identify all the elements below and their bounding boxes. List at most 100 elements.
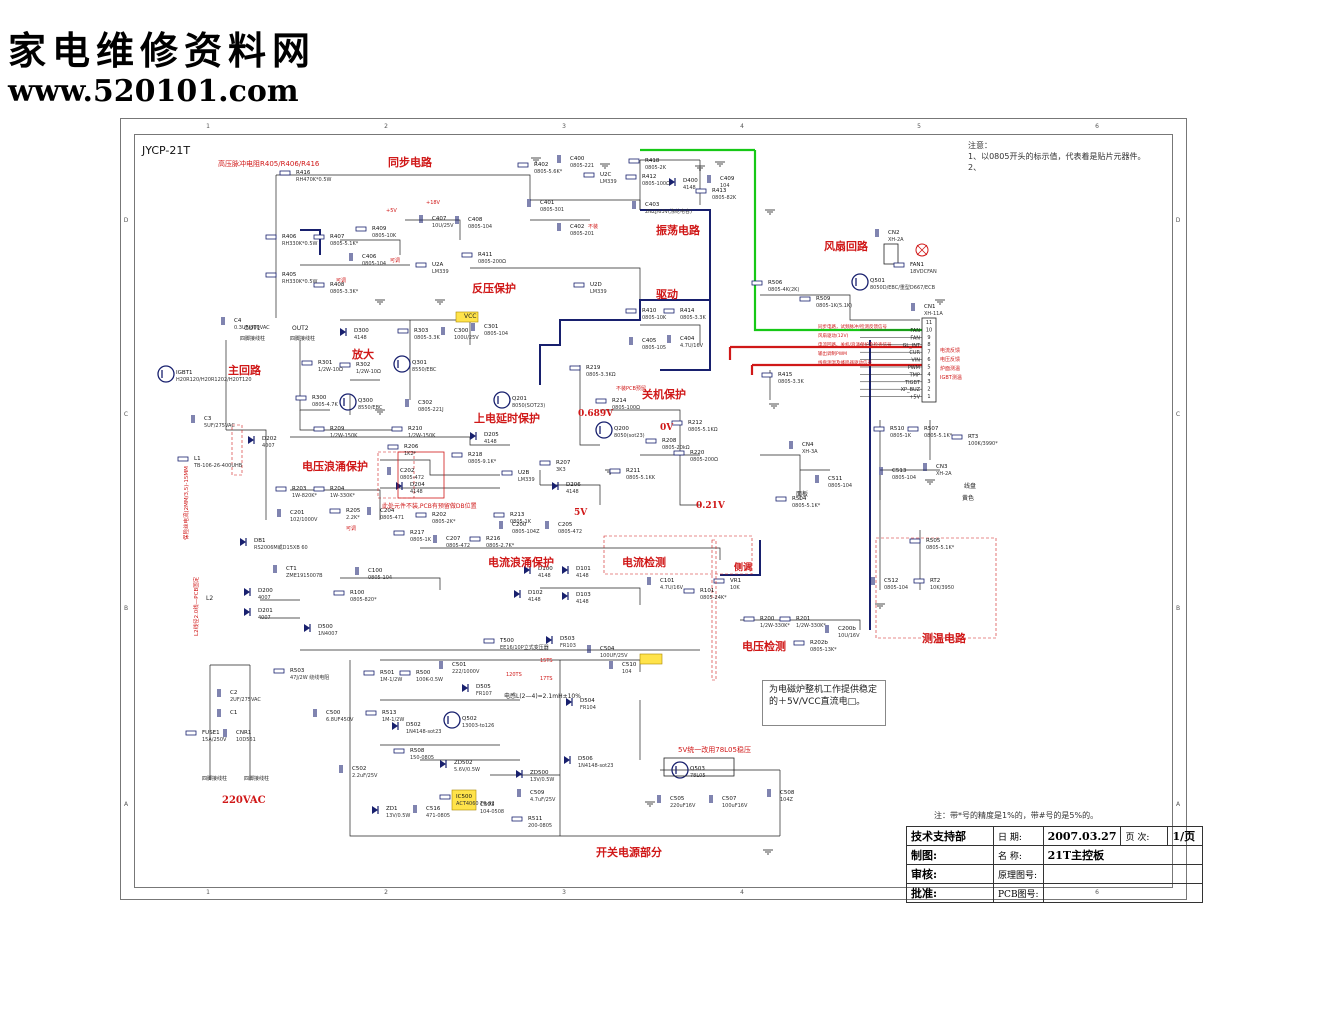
component-ref: R212 bbox=[688, 420, 702, 426]
component-ref: R301 bbox=[318, 360, 332, 366]
component-ref: C505 bbox=[670, 796, 685, 802]
section-label-temp: 测温电路 bbox=[922, 631, 967, 645]
component-value: 150-0805 bbox=[410, 755, 434, 761]
component-ref: C3 bbox=[204, 416, 212, 422]
section-label-osc: 振荡电路 bbox=[656, 223, 701, 237]
component-value: 471-0805 bbox=[426, 813, 450, 819]
component-ref: Q501 bbox=[870, 278, 885, 284]
component-value: 3K3 bbox=[556, 467, 566, 473]
component-ref: R210 bbox=[408, 426, 423, 432]
component-value: 0805-5.1K* bbox=[330, 241, 359, 247]
component-ref: C406 bbox=[362, 254, 377, 260]
diode-symbol bbox=[566, 698, 572, 706]
component-ref: D206 bbox=[566, 482, 581, 488]
red-dashed-box bbox=[231, 424, 243, 476]
component-ref: R405 bbox=[282, 272, 297, 278]
component-ref: C511 bbox=[828, 476, 842, 482]
component-ref: C509 bbox=[530, 790, 545, 796]
signal-note: 线盘测温及蜂鸣器驱动信号 bbox=[818, 359, 872, 366]
vcc-badge bbox=[639, 653, 663, 665]
component-ref: R407 bbox=[330, 234, 345, 240]
section-label-calib: 侧调 bbox=[734, 561, 752, 573]
resistor-symbol bbox=[695, 188, 707, 194]
resistor-symbol bbox=[265, 272, 277, 278]
component-value: 0.3UF/800VAC bbox=[234, 325, 270, 331]
component-ref: R205 bbox=[346, 508, 361, 514]
cn1-pin-name: FAN bbox=[910, 335, 920, 341]
component-value: 0805-3.3K bbox=[680, 315, 706, 321]
component-value: 0805-3.3K* bbox=[330, 289, 359, 295]
component-ref: C300 bbox=[454, 328, 469, 334]
component-value: 102/1000V bbox=[290, 517, 318, 523]
ic500-box bbox=[451, 789, 477, 811]
diode-symbol bbox=[564, 756, 570, 764]
section-label-v0689: 0.689V bbox=[578, 409, 614, 419]
resistor-symbol bbox=[573, 282, 585, 288]
component-ref: D503 bbox=[560, 636, 575, 642]
red-dashed-box bbox=[711, 539, 717, 681]
component-value: 1K2* bbox=[404, 451, 417, 457]
signal-note: 风扇驱动(12V) bbox=[818, 332, 849, 339]
component-ref: R402 bbox=[534, 162, 548, 168]
cn1-pin-number: 9 bbox=[927, 335, 930, 341]
section-label-delay: 上电延时保护 bbox=[474, 411, 540, 425]
thin-wire bbox=[276, 174, 590, 201]
wires-layer bbox=[161, 148, 945, 855]
component-ref: R200 bbox=[760, 616, 775, 622]
diode-symbol bbox=[470, 432, 476, 440]
resistor-symbol bbox=[363, 670, 375, 676]
resistor-symbol bbox=[273, 668, 285, 674]
component-ref: C502 bbox=[352, 766, 366, 772]
component-value: XH-2A bbox=[936, 471, 952, 477]
component-ref: D201 bbox=[258, 608, 273, 614]
misc-panel: 面板 bbox=[796, 490, 808, 498]
component-ref: R507 bbox=[924, 426, 939, 432]
component-ref: R211 bbox=[626, 468, 640, 474]
red-note-fuse: 保险丝电流(2MM/3,5)-15MM bbox=[182, 466, 190, 540]
component-value: RS2006M或D15XB 60 bbox=[254, 544, 308, 551]
component-ref: ZD500 bbox=[530, 770, 549, 776]
component-value: 100U/25V bbox=[454, 335, 479, 341]
section-label-isurge: 电流浪涌保护 bbox=[488, 555, 554, 569]
component-ref: CN1 bbox=[924, 304, 935, 310]
component-value: 0805-471 bbox=[380, 515, 404, 521]
component-value: 0805-104Z bbox=[512, 529, 540, 535]
resistor-symbol bbox=[683, 588, 695, 594]
component-value: 104 bbox=[622, 669, 632, 675]
component-ref: R511 bbox=[528, 816, 542, 822]
component-value: 10U/25V bbox=[432, 223, 454, 229]
component-value: 10K bbox=[730, 585, 740, 591]
component-ref: DB1 bbox=[254, 538, 266, 544]
thin-wire bbox=[340, 239, 401, 255]
component-value: 4148 bbox=[538, 573, 551, 579]
component-ref: U2D bbox=[590, 282, 602, 288]
component-ref: C101 bbox=[660, 578, 674, 584]
cn1-right-note: 电流反馈 bbox=[940, 347, 960, 354]
resistor-symbol bbox=[313, 426, 325, 432]
component-value: 0805-820* bbox=[350, 597, 377, 603]
tb-name: 21T主控板 bbox=[1042, 845, 1204, 865]
signal-note: 输出调制PWM bbox=[818, 350, 847, 357]
zone-number-top: 5 bbox=[917, 123, 921, 130]
cn1-pin-number: 6 bbox=[927, 357, 930, 363]
component-value: 4.7U/16V bbox=[680, 343, 704, 349]
component-value: 10U/16V bbox=[838, 633, 860, 639]
component-value: 0805-104 bbox=[468, 224, 492, 230]
component-value: 0805-13K* bbox=[810, 647, 837, 653]
component-value: ZME1915007B bbox=[286, 573, 323, 579]
resistor-symbol bbox=[393, 530, 405, 536]
section-label-psu: 开关电源部分 bbox=[596, 845, 662, 859]
component-value: 0805-10K bbox=[642, 315, 667, 321]
cn1-pin-number: 5 bbox=[927, 364, 930, 370]
resistor-symbol bbox=[355, 226, 367, 232]
bus-wire bbox=[660, 300, 711, 371]
resistor-symbol bbox=[511, 816, 523, 822]
component-ref: R411 bbox=[478, 252, 492, 258]
resistor-symbol bbox=[761, 372, 773, 378]
diode-symbol bbox=[372, 806, 378, 814]
component-ref: D101 bbox=[576, 566, 591, 572]
thin-wire bbox=[600, 409, 681, 445]
component-value: 0805-5.1KΩ bbox=[688, 427, 718, 433]
component-ref: C201 bbox=[290, 510, 304, 516]
component-ref: R207 bbox=[556, 460, 571, 466]
